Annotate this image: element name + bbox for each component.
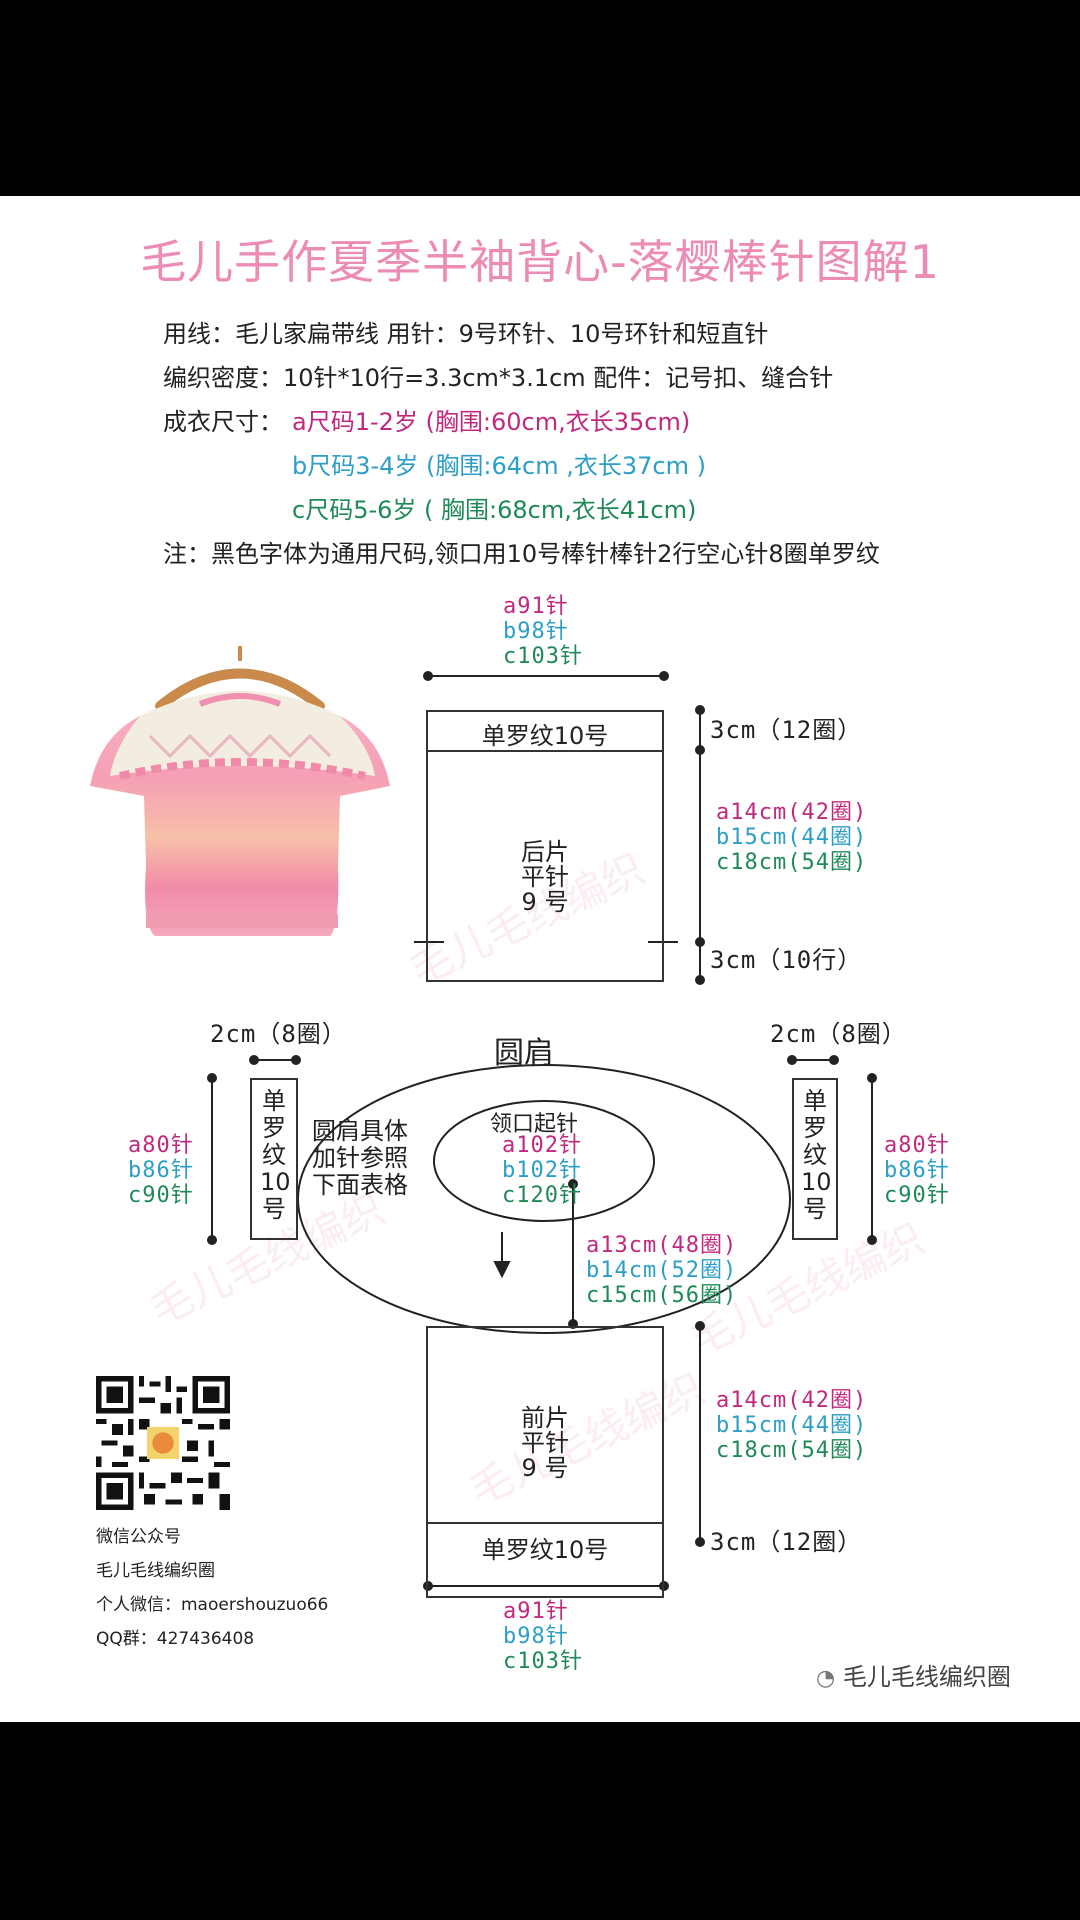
vertical-char: 罗 bbox=[262, 1114, 286, 1142]
front-label: 前片 平针 9 号 bbox=[426, 1406, 664, 1481]
yoke-label: 圆肩 bbox=[494, 1036, 554, 1071]
back-label-line: 平针 bbox=[521, 863, 569, 891]
front-ribbing-label: 单罗纹10号 bbox=[481, 1536, 609, 1564]
front-piece bbox=[426, 1326, 664, 1598]
right-sleeve-width: 2cm（8圈） bbox=[770, 1020, 907, 1048]
back-label: 后片 平针 9 号 bbox=[426, 840, 664, 915]
size-c: c尺码5-6岁 ( 胸围:68cm,衣长41cm) bbox=[292, 496, 697, 524]
brand-name: 毛儿毛线编织圈 bbox=[842, 1663, 1011, 1691]
gauge-accessory-info: 编织密度：10针*10行=3.3cm*3.1cm 配件：记号扣、缝合针 bbox=[163, 364, 834, 392]
neck-b: b102针 bbox=[502, 1158, 582, 1183]
pattern-page: 毛儿毛线编织 毛儿毛线编织 毛儿毛线编织 毛儿毛线编织 毛儿手作夏季半袖背心-落… bbox=[0, 196, 1080, 1722]
brand-mark: ◔ 毛儿毛线编织圈 bbox=[816, 1657, 1011, 1692]
vertical-char: 纹 bbox=[262, 1141, 286, 1169]
back-height-b: b15cm(44圈) bbox=[716, 825, 868, 850]
left-sleeve-width: 2cm（8圈） bbox=[210, 1020, 347, 1048]
front-height-c: c18cm(54圈) bbox=[716, 1438, 868, 1463]
dimension-lines bbox=[207, 671, 877, 1591]
neck-a: a102针 bbox=[502, 1133, 582, 1158]
wechat-public-label: 微信公众号 bbox=[96, 1527, 181, 1547]
back-label-line: 9 号 bbox=[521, 888, 569, 916]
back-height-c: c18cm(54圈) bbox=[716, 850, 868, 875]
left-sleeve-c: c90针 bbox=[128, 1183, 194, 1208]
vertical-char: 10 bbox=[260, 1168, 291, 1196]
general-note: 注：黑色字体为通用尺码,领口用10号棒针棒针2行空心针8圈单罗纹 bbox=[163, 540, 880, 568]
yoke-instruction-line: 下面表格 bbox=[312, 1171, 408, 1199]
yoke-instruction-line: 加针参照 bbox=[312, 1144, 408, 1172]
neck-c: c120针 bbox=[502, 1183, 582, 1208]
front-width-a: a91针 bbox=[503, 1599, 569, 1624]
yarn-needle-info: 用线：毛儿家扁带线 用针：9号环针、10号环针和短直针 bbox=[163, 320, 769, 348]
yoke-instruction: 圆肩具体 加针参照 下面表格 bbox=[312, 1118, 408, 1199]
circle-name: 毛儿毛线编织圈 bbox=[96, 1561, 215, 1581]
back-ribbing-label: 单罗纹10号 bbox=[481, 722, 609, 750]
wechat-icon: ◔ bbox=[816, 1666, 836, 1691]
vertical-char: 纹 bbox=[803, 1141, 827, 1169]
back-ribbing-divider bbox=[426, 750, 664, 752]
back-width-b: b98针 bbox=[503, 619, 569, 644]
back-width-a: a91针 bbox=[503, 594, 569, 619]
sweater-photo bbox=[90, 646, 390, 936]
back-bottom-height: 3cm（10行） bbox=[710, 946, 863, 974]
yoke-depth-c: c15cm(56圈) bbox=[586, 1283, 738, 1308]
front-height-b: b15cm(44圈) bbox=[716, 1413, 868, 1438]
vertical-char: 罗 bbox=[803, 1114, 827, 1142]
back-width-c: c103针 bbox=[503, 644, 583, 669]
front-ribbing-height: 3cm（12圈） bbox=[710, 1528, 863, 1556]
back-ribbing-height: 3cm（12圈） bbox=[710, 716, 863, 744]
yoke-instruction-line: 圆肩具体 bbox=[312, 1117, 408, 1145]
qq-group: QQ群：427436408 bbox=[96, 1629, 255, 1649]
neck-label: 领口起针 bbox=[490, 1112, 579, 1137]
size-a: a尺码1-2岁 (胸围:60cm,衣长35cm) bbox=[292, 408, 691, 436]
vertical-char: 单 bbox=[803, 1087, 827, 1115]
front-label-line: 9 号 bbox=[521, 1454, 569, 1482]
vertical-char: 单 bbox=[262, 1087, 286, 1115]
yoke-depth-b: b14cm(52圈) bbox=[586, 1258, 738, 1283]
back-piece bbox=[426, 710, 664, 982]
vertical-char: 号 bbox=[262, 1195, 286, 1223]
left-sleeve-b: b86针 bbox=[128, 1158, 194, 1183]
qr-code[interactable] bbox=[96, 1376, 230, 1510]
front-width-c: c103针 bbox=[503, 1649, 583, 1674]
right-sleeve-ribbing bbox=[792, 1078, 838, 1240]
size-b: b尺码3-4岁 (胸围:64cm ,衣长37cm ) bbox=[292, 452, 706, 480]
personal-wechat: 个人微信：maoershouzuo66 bbox=[96, 1595, 329, 1615]
front-width-b: b98针 bbox=[503, 1624, 569, 1649]
front-label-line: 平针 bbox=[521, 1429, 569, 1457]
back-label-line: 后片 bbox=[521, 838, 569, 866]
right-sleeve-c: c90针 bbox=[884, 1183, 950, 1208]
yoke-depth-a: a13cm(48圈) bbox=[586, 1233, 738, 1258]
front-ribbing-divider bbox=[426, 1522, 664, 1524]
size-label: 成衣尺寸： bbox=[163, 408, 283, 436]
vertical-char: 10 bbox=[801, 1168, 832, 1196]
right-sleeve-b: b86针 bbox=[884, 1158, 950, 1183]
right-sleeve-a: a80针 bbox=[884, 1133, 950, 1158]
vertical-char: 号 bbox=[803, 1195, 827, 1223]
front-height-a: a14cm(42圈) bbox=[716, 1388, 868, 1413]
left-sleeve-ribbing bbox=[250, 1078, 298, 1240]
back-height-a: a14cm(42圈) bbox=[716, 800, 868, 825]
page-title: 毛儿手作夏季半袖背心-落樱棒针图解1 bbox=[140, 235, 940, 289]
front-label-line: 前片 bbox=[521, 1404, 569, 1432]
left-sleeve-a: a80针 bbox=[128, 1133, 194, 1158]
left-sleeve-label: 单 罗 纹 10 号 bbox=[260, 1087, 291, 1223]
right-sleeve-label: 单 罗 纹 10 号 bbox=[801, 1087, 832, 1223]
